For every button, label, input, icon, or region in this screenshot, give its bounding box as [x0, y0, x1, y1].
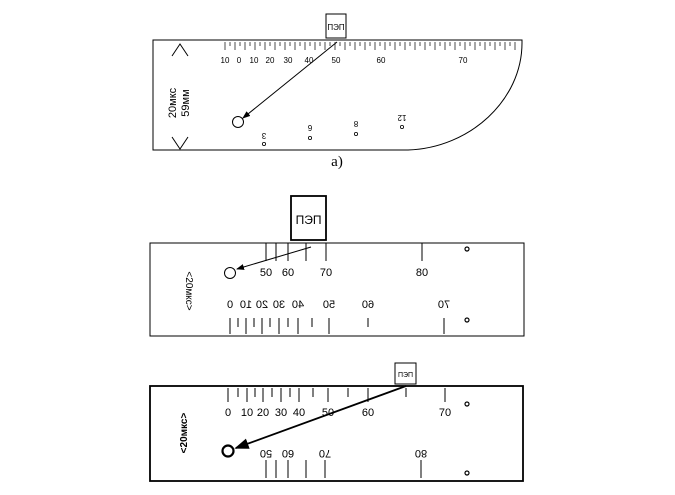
- scale-label: 70: [319, 447, 331, 459]
- reflector-hole-b: [224, 267, 236, 279]
- scale-label: 60: [282, 267, 294, 279]
- probe-a-label: ПЭП: [327, 23, 345, 32]
- ruler-b-ticks: [229, 243, 445, 334]
- scale-label: 10: [240, 299, 252, 311]
- scale-label: 50: [260, 267, 272, 279]
- hole-number: 3: [261, 131, 266, 140]
- ruler-b-outline: [149, 242, 525, 337]
- ruler-a-ticks: [224, 42, 516, 50]
- figure-a-caption: а): [331, 154, 343, 170]
- ruler-b-top-labels: 50 60 70 80: [260, 267, 428, 279]
- scale-label: 30: [275, 407, 287, 419]
- reflector-hole-a: [232, 116, 244, 128]
- side-text-b: <20мкс>: [183, 271, 194, 310]
- small-hole: [399, 125, 404, 130]
- small-hole: [464, 401, 470, 407]
- scale-label: 80: [415, 447, 427, 459]
- ruler-c-top-labels: 0 10 20 30 40 50 60 70: [225, 407, 451, 419]
- scale-label: 70: [439, 407, 451, 419]
- probe-c: [394, 362, 417, 385]
- probe-b-label: ПЭП: [296, 213, 322, 227]
- scale-label: 40: [292, 299, 304, 311]
- figure-b: 50 60 70 80 0 10 20 30 40 50 60 70 <20мк…: [149, 195, 525, 337]
- scale-label: 80: [416, 267, 428, 279]
- beam-arrow-a: [242, 41, 338, 119]
- scale-label: 10: [250, 56, 259, 65]
- side-text-c: <20мкс>: [179, 413, 190, 454]
- scale-label: 70: [438, 299, 450, 311]
- scale-label: 60: [377, 56, 386, 65]
- scale-label: 10: [221, 56, 230, 65]
- scale-label: 60: [362, 299, 374, 311]
- scale-label: 60: [362, 407, 374, 419]
- scale-label: 30: [284, 56, 293, 65]
- scale-label: 20: [257, 407, 269, 419]
- side-text-1: 20мкс: [167, 87, 179, 118]
- scale-label: 30: [273, 299, 285, 311]
- probe-a: [325, 13, 347, 39]
- hole-number: 12: [397, 113, 406, 122]
- scale-label: 20: [256, 299, 268, 311]
- side-text-2: 59мм: [180, 89, 192, 116]
- scale-label: 20: [266, 56, 275, 65]
- scale-label: 40: [293, 407, 305, 419]
- scale-label: 0: [237, 56, 242, 65]
- ruler-a-left-chevron-top: [171, 43, 189, 57]
- small-holes-a: [261, 125, 404, 146]
- ruler-a-left-chevron-bottom: [171, 136, 189, 150]
- figure-a: 10 0 10 20 30 40 50 60 70 20мкс 59мм ПЭП…: [152, 13, 523, 170]
- small-hole: [353, 131, 358, 136]
- ruler-a-outline: [152, 39, 523, 151]
- scale-label: 50: [332, 56, 341, 65]
- small-hole: [464, 317, 470, 323]
- ruler-c-outline: [149, 385, 524, 482]
- ruler-c-bottom-labels: 50 60 70 80: [260, 447, 427, 459]
- ruler-a-scale-labels: 10 0 10 20 30 40 50 60 70: [221, 56, 468, 65]
- scale-label: 70: [320, 267, 332, 279]
- scale-label: 10: [241, 407, 253, 419]
- scale-label: 0: [225, 407, 231, 419]
- scale-label: 50: [260, 447, 272, 459]
- probe-b: [290, 195, 327, 241]
- scale-label: 70: [459, 56, 468, 65]
- beam-arrow-b: [236, 246, 312, 270]
- small-hole: [307, 135, 312, 140]
- hole-number: 8: [353, 119, 358, 128]
- scale-label: 40: [305, 56, 314, 65]
- scale-label: 0: [227, 299, 233, 311]
- hole-number: 6: [307, 123, 312, 132]
- beam-arrow-c: [234, 385, 407, 449]
- small-hole: [464, 246, 470, 252]
- figure-c: 0 10 20 30 40 50 60 70 50 60 70 80 <20мк…: [149, 362, 524, 482]
- ruler-b-bottom-labels: 0 10 20 30 40 50 60 70: [227, 299, 450, 311]
- small-hole: [261, 141, 266, 146]
- reflector-hole-c: [221, 444, 235, 458]
- probe-c-label: ПЭП: [398, 372, 413, 379]
- ruler-c-ticks: [227, 388, 446, 478]
- hole-numbers-a: 3 6 8 12: [261, 113, 406, 140]
- small-hole: [464, 470, 470, 476]
- scale-label: 50: [323, 299, 335, 311]
- scale-label: 60: [282, 447, 294, 459]
